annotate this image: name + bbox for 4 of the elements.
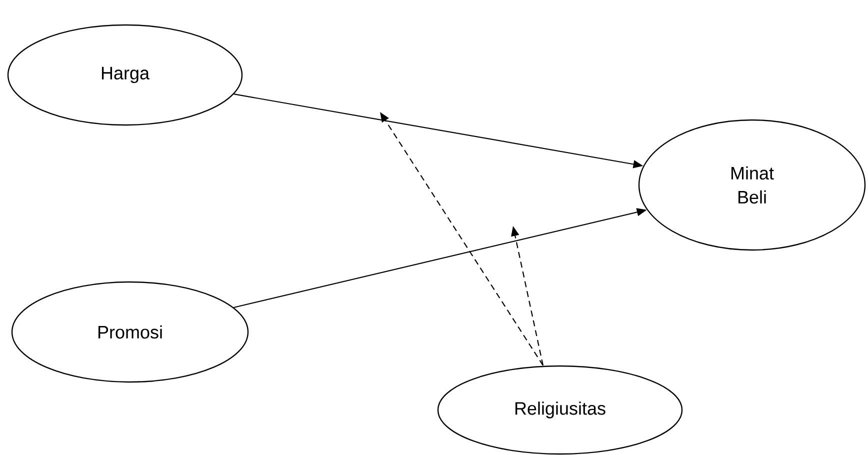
ellipse-node: Harga (7, 24, 243, 126)
ellipse-node: Promosi (11, 281, 249, 383)
ellipse-node: Religiusitas (437, 365, 683, 455)
ellipse-node: Minat Beli (638, 119, 866, 251)
